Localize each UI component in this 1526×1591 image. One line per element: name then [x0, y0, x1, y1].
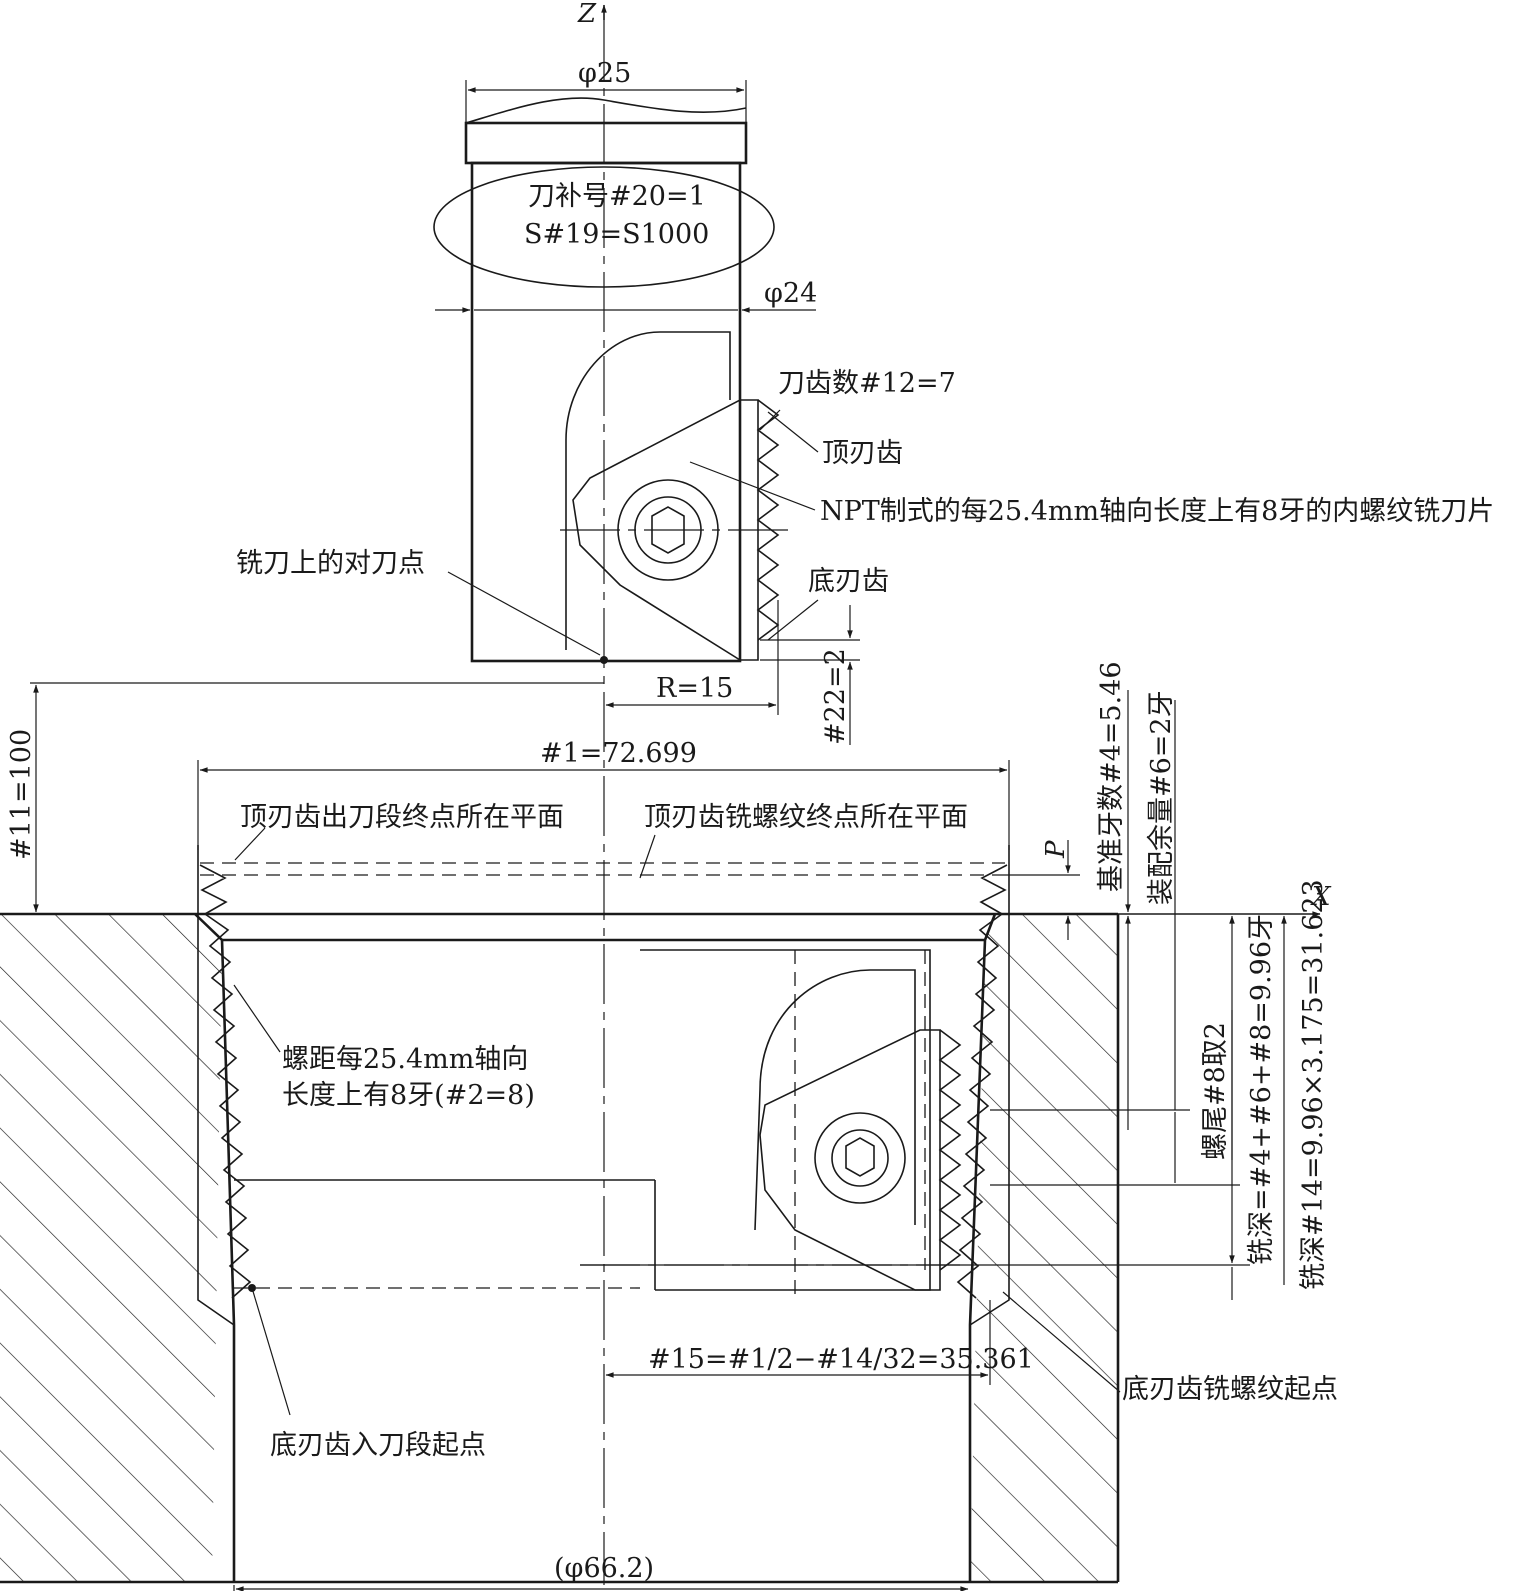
pitch-note-line1: 螺距每25.4mm轴向	[282, 1044, 528, 1075]
radius-label: R=15	[656, 673, 733, 704]
offset-number-label: 刀补号#20=1	[528, 181, 706, 212]
mill-depth-label: 铣深#14=9.96×3.175=31.623	[1298, 879, 1329, 1290]
workpiece-left-section	[0, 914, 222, 1582]
thread-tail-label: 螺尾#8取2	[1200, 1022, 1231, 1160]
x-axis-label: X	[1310, 882, 1332, 912]
top-tooth-label: 顶刃齿	[822, 438, 903, 469]
pitch-note-line2: 长度上有8牙(#2=8)	[282, 1080, 535, 1111]
start-point-label: 底刃齿铣螺纹起点	[1122, 1374, 1338, 1405]
part-dimensions: #11=100 #1=72.699 顶刃齿出刀段终点所在平面 顶刃齿铣螺纹终点所…	[6, 661, 1338, 1591]
right-thread-teeth	[956, 864, 1008, 1299]
radius-15-label: #15=#1/2−#14/32=35.361	[648, 1344, 1034, 1375]
insert-description-label: NPT制式的每25.4mm轴向长度上有8牙的内螺纹铣刀片	[820, 496, 1494, 527]
setting-point-label: 铣刀上的对刀点	[236, 548, 425, 579]
bottom-tooth-label: 底刃齿	[808, 566, 889, 597]
left-thread-teeth	[199, 864, 252, 1299]
tooth-count-label: 刀齿数#12=7	[778, 368, 956, 399]
spindle-speed-label: S#19=S1000	[524, 219, 709, 250]
workpiece	[0, 845, 1120, 1584]
fit-allowance-label: 装配余量#6=2牙	[1146, 690, 1177, 905]
cutter-in-bore	[580, 949, 962, 1300]
gap-label: #22=2	[820, 648, 851, 745]
mill-depth-threads-label: 铣深=#4+#6+#8=9.96牙	[1246, 914, 1277, 1265]
entry-point-label: 底刃齿入刀段起点	[270, 1430, 486, 1461]
exit-plane-label: 顶刃齿出刀段终点所在平面	[240, 802, 564, 833]
shank-diameter-label: φ25	[578, 58, 631, 89]
top-diameter-label: #1=72.699	[540, 738, 697, 769]
body-diameter-label: φ24	[764, 278, 817, 309]
workpiece-right-section	[970, 914, 1118, 1582]
z-axis-label: Z	[577, 0, 597, 29]
pitch-label: P	[1041, 840, 1071, 859]
safe-height-label: #11=100	[6, 729, 37, 860]
base-threads-label: 基准牙数#4=5.46	[1096, 661, 1127, 892]
bore-diameter-label: (φ66.2)	[554, 1553, 654, 1584]
tool-dimensions: φ25 φ24 刀补号#20=1 S#19=S1000 R=15 #22=2 刀…	[236, 58, 1494, 745]
end-plane-label: 顶刃齿铣螺纹终点所在平面	[644, 802, 968, 833]
